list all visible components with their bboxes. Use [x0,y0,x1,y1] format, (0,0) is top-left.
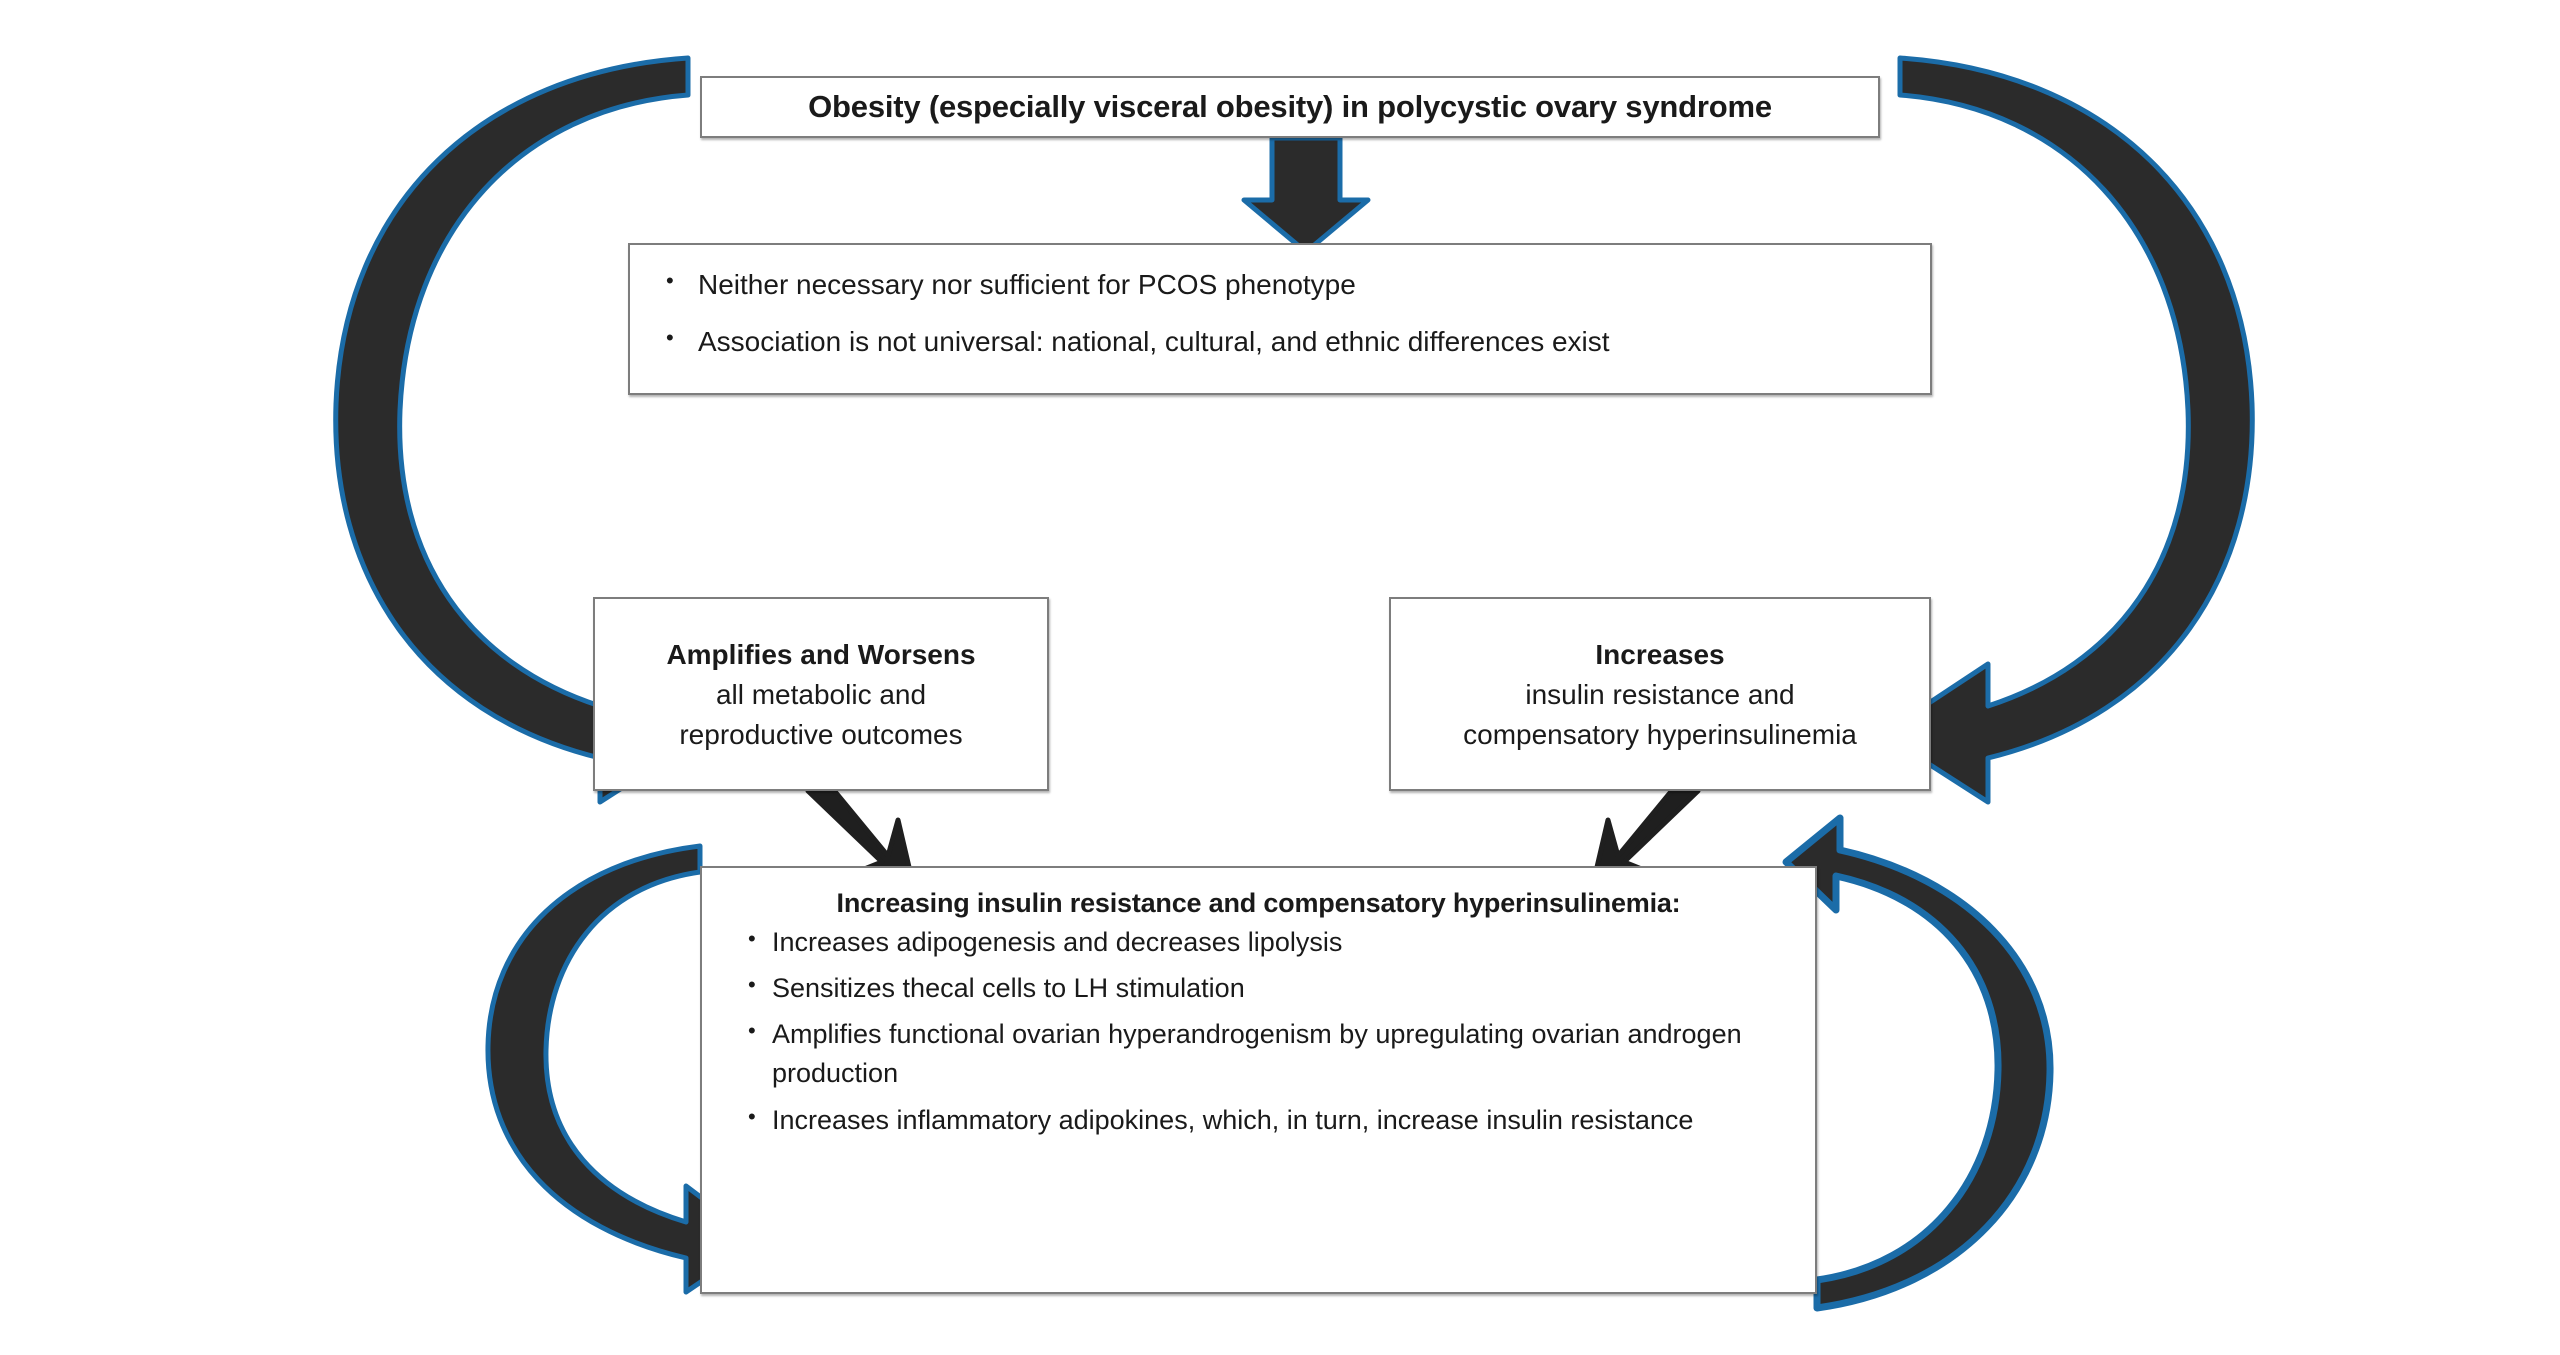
bottom-bullet-list: Increases adipogenesis and decreases lip… [702,922,1815,1140]
list-item: Association is not universal: national, … [650,321,1930,363]
right-outer-loop-arrow [1879,55,2255,805]
increases-line-3: compensatory hyperinsulinemia [1463,718,1857,750]
list-item: Sensitizes thecal cells to LH stimulatio… [734,968,1815,1008]
amplifies-heading: Amplifies and Worsens [666,639,976,671]
list-item: Amplifies functional ovarian hyperandrog… [734,1014,1815,1093]
amplifies-line-3: reproductive outcomes [679,718,963,750]
title-to-caveats-arrow [1241,135,1371,255]
increases-line-2: insulin resistance and [1525,679,1795,711]
list-item: Increases inflammatory adipokines, which… [734,1100,1815,1140]
amplifies-and-worsens-box: Amplifies and Worsens all metabolic and … [593,597,1049,791]
bottom-box-heading: Increasing insulin resistance and compen… [836,888,1681,918]
increases-heading: Increases [1595,639,1725,671]
obesity-title-text: Obesity (especially visceral obesity) in… [808,89,1772,124]
obesity-title-box: Obesity (especially visceral obesity) in… [700,76,1880,138]
list-item: Neither necessary nor sufficient for PCO… [650,264,1930,306]
amplifies-line-2: all metabolic and [715,679,927,711]
list-item: Increases adipogenesis and decreases lip… [734,922,1815,962]
bottom-right-loop-arrow [1782,814,2054,1312]
increases-insulin-resistance-box: Increases insulin resistance and compens… [1389,597,1931,791]
caveats-bullet-list: Neither necessary nor sufficient for PCO… [630,264,1930,363]
caveats-box: Neither necessary nor sufficient for PCO… [628,243,1932,395]
increasing-insulin-resistance-box: Increasing insulin resistance and compen… [700,866,1817,1294]
